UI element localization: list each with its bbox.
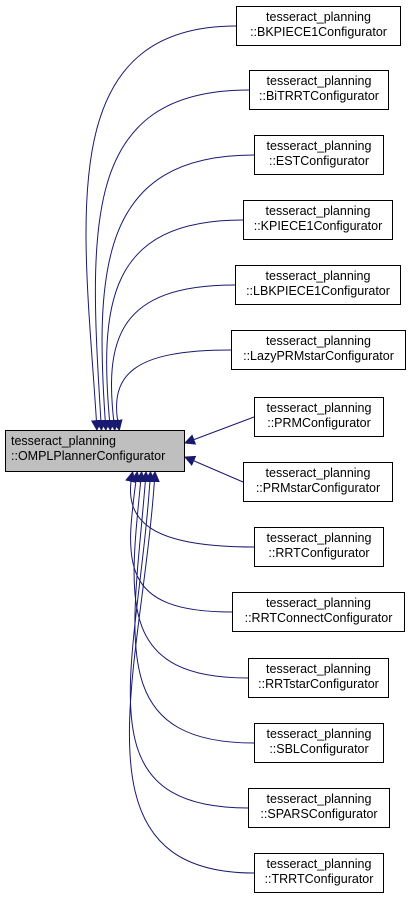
child-class-name: ::RRTConnectConfigurator	[244, 611, 393, 625]
child-class-name: ::KPIECE1Configurator	[253, 219, 383, 233]
inheritance-edge	[103, 219, 244, 432]
child-node-spars[interactable]: tesseract_planning ::SPARSConfigurator	[248, 788, 390, 828]
base-class-name: ::OMPLPlannerConfigurator	[11, 449, 166, 463]
base-class-node[interactable]: tesseract_planning ::OMPLPlannerConfigur…	[5, 430, 185, 472]
child-node-bitrrt[interactable]: tesseract_planning ::BiTRRTConfigurator	[249, 70, 389, 110]
child-class-name: ::PRMConfigurator	[267, 416, 371, 430]
child-namespace: tesseract_planning	[266, 792, 372, 806]
inheritance-edge	[128, 470, 255, 874]
child-node-rrt[interactable]: tesseract_planning ::RRTConfigurator	[254, 527, 384, 567]
child-node-bkpiece1[interactable]: tesseract_planning ::BKPIECE1Configurato…	[236, 6, 401, 46]
child-class-name: ::LazyPRMstarConfigurator	[243, 349, 394, 363]
child-class-name: ::TRRTConfigurator	[264, 872, 374, 886]
inheritance-edge	[99, 154, 255, 432]
child-class-name: ::RRTConfigurator	[268, 546, 370, 560]
child-namespace: tesseract_planning	[266, 10, 371, 24]
child-class-name: ::LBKPIECE1Configurator	[246, 284, 390, 298]
inheritance-edge	[108, 284, 236, 432]
child-namespace: tesseract_planning	[265, 466, 371, 480]
child-namespace: tesseract_planning	[266, 334, 371, 348]
inheritance-edge	[133, 470, 249, 679]
child-node-rrtconnect[interactable]: tesseract_planning ::RRTConnectConfigura…	[232, 592, 405, 632]
child-namespace: tesseract_planning	[266, 857, 372, 871]
child-class-name: ::PRMstarConfigurator	[255, 481, 381, 495]
child-node-est[interactable]: tesseract_planning ::ESTConfigurator	[254, 135, 384, 175]
child-namespace: tesseract_planning	[266, 662, 371, 676]
inheritance-edge	[111, 349, 232, 432]
inheritance-edge	[125, 470, 255, 548]
child-namespace: tesseract_planning	[266, 531, 372, 545]
inheritance-edge	[85, 25, 237, 432]
child-namespace: tesseract_planning	[266, 596, 371, 610]
child-namespace: tesseract_planning	[266, 139, 372, 153]
inheritance-edge	[130, 470, 233, 613]
child-node-prmstar[interactable]: tesseract_planning ::PRMstarConfigurator	[243, 462, 393, 502]
inheritance-edge	[94, 89, 250, 432]
child-node-rrtstar[interactable]: tesseract_planning ::RRTstarConfigurator	[248, 658, 389, 698]
child-namespace: tesseract_planning	[266, 74, 372, 88]
inheritance-edge	[183, 455, 244, 483]
child-namespace: tesseract_planning	[266, 401, 372, 415]
child-class-name: ::SPARSConfigurator	[260, 807, 378, 821]
child-class-name: ::RRTstarConfigurator	[258, 677, 379, 691]
child-node-lbkpiece1[interactable]: tesseract_planning ::LBKPIECE1Configurat…	[235, 265, 401, 305]
inheritance-edge	[129, 470, 249, 809]
child-class-name: ::ESTConfigurator	[268, 154, 370, 168]
child-namespace: tesseract_planning	[265, 204, 371, 218]
child-node-kpiece1[interactable]: tesseract_planning ::KPIECE1Configurator	[243, 200, 393, 240]
inheritance-edge	[183, 416, 255, 445]
child-namespace: tesseract_planning	[266, 727, 372, 741]
child-class-name: ::BKPIECE1Configurator	[250, 25, 387, 39]
base-class-namespace: tesseract_planning	[11, 434, 116, 448]
child-class-name: ::BiTRRTConfigurator	[259, 89, 379, 103]
inheritance-edge	[134, 470, 255, 744]
child-node-trrt[interactable]: tesseract_planning ::TRRTConfigurator	[254, 853, 384, 893]
child-node-lazyprmstar[interactable]: tesseract_planning ::LazyPRMstarConfigur…	[231, 330, 406, 370]
child-node-sbl[interactable]: tesseract_planning ::SBLConfigurator	[254, 723, 384, 763]
child-node-prm[interactable]: tesseract_planning ::PRMConfigurator	[254, 397, 384, 437]
child-namespace: tesseract_planning	[265, 269, 371, 283]
child-class-name: ::SBLConfigurator	[269, 742, 369, 756]
